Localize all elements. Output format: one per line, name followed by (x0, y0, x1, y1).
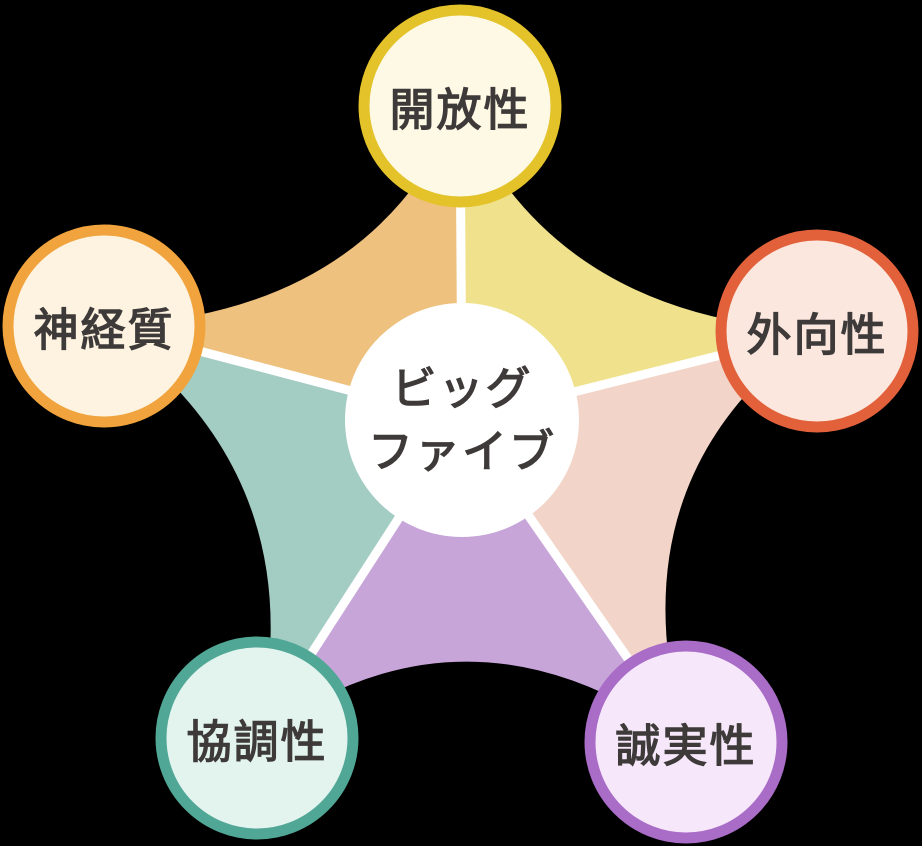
node-circle-agreeableness (155, 636, 359, 840)
wedge-conscientiousness (257, 420, 686, 742)
node-label-agreeableness: 協調性 (186, 716, 328, 768)
node-circle-conscientiousness (584, 640, 788, 844)
center-label: ビッグ ファイブ (368, 357, 556, 483)
node-label-extraversion: 外向性 (746, 309, 888, 361)
center-circle (345, 303, 579, 537)
node-label-openness: 開放性 (389, 84, 531, 136)
center-label-line1: ビッグ (391, 363, 533, 414)
center-label-line2: ファイブ (367, 426, 557, 477)
node-circle-openness (358, 4, 562, 208)
node-circle-extraversion (715, 229, 919, 433)
node-circle-neuroticism (2, 224, 206, 428)
node-label-conscientiousness: 誠実性 (615, 720, 757, 772)
node-label-neuroticism: 神経質 (33, 304, 175, 356)
